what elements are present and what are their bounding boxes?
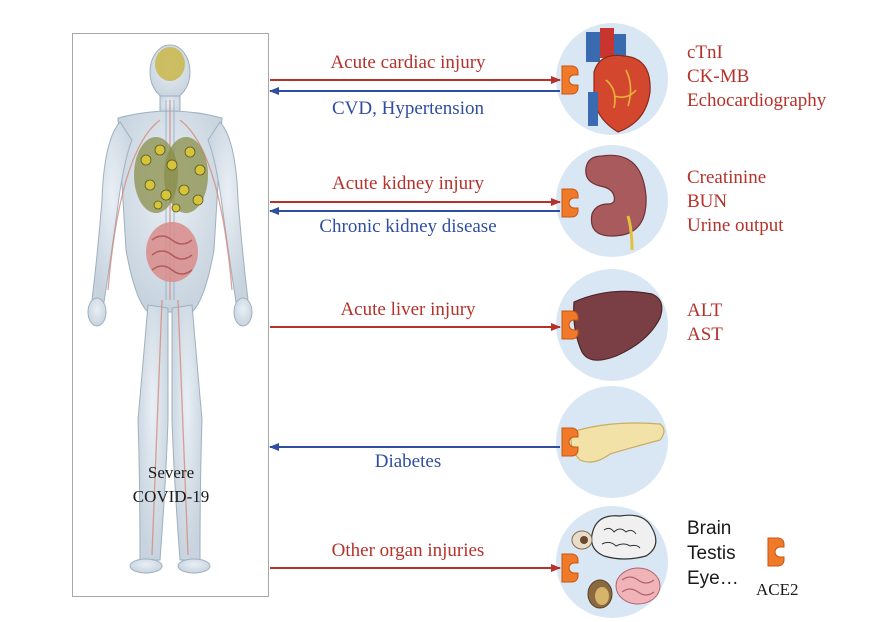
liver-icon [573,290,663,361]
marker-item: AST [687,324,723,345]
kidney-markers: Creatinine BUN Urine output [687,166,784,238]
marker-item: CK-MB [687,66,750,87]
incoming-label-pancreas: Diabetes [374,451,442,472]
eye-icon [571,530,593,550]
human-body-illustration [87,44,253,574]
intestine-icon [146,222,198,282]
organ-item: Brain [687,518,732,539]
intestine-icon [615,567,661,605]
heart-icon [586,28,651,133]
organ-item: Testis [687,543,736,564]
kidney-icon [585,154,647,237]
body-panel [72,33,269,597]
ace2-legend-label: ACE2 [756,580,799,599]
outgoing-label-other: Other organ injuries [331,540,485,561]
incoming-label-kidney: Chronic kidney disease [319,216,497,237]
body-caption-line1: Severe [147,463,195,482]
liver-markers: ALT AST [687,299,723,347]
marker-item: BUN [687,191,728,212]
marker-item: cTnI [687,42,723,63]
marker-item: Echocardiography [687,90,827,111]
body-caption-line2: COVID-19 [132,487,210,506]
incoming-label-heart: CVD, Hypertension [332,98,484,119]
outgoing-label-heart: Acute cardiac injury [330,52,486,73]
ace2-legend-icon [767,537,785,567]
heart-markers: cTnI CK-MB Echocardiography [687,41,826,113]
brain-icon [155,47,185,81]
organ-item: Eye… [687,568,739,589]
marker-item: Creatinine [687,167,767,188]
pancreas-icon [570,422,665,463]
brain-icon [591,514,657,560]
testis-icon [587,579,613,609]
outgoing-label-kidney: Acute kidney injury [332,173,484,194]
other-organs-list: Brain Testis Eye… [687,516,739,591]
marker-item: ALT [687,300,723,321]
marker-item: Urine output [687,215,784,236]
outgoing-label-liver: Acute liver injury [340,299,476,320]
